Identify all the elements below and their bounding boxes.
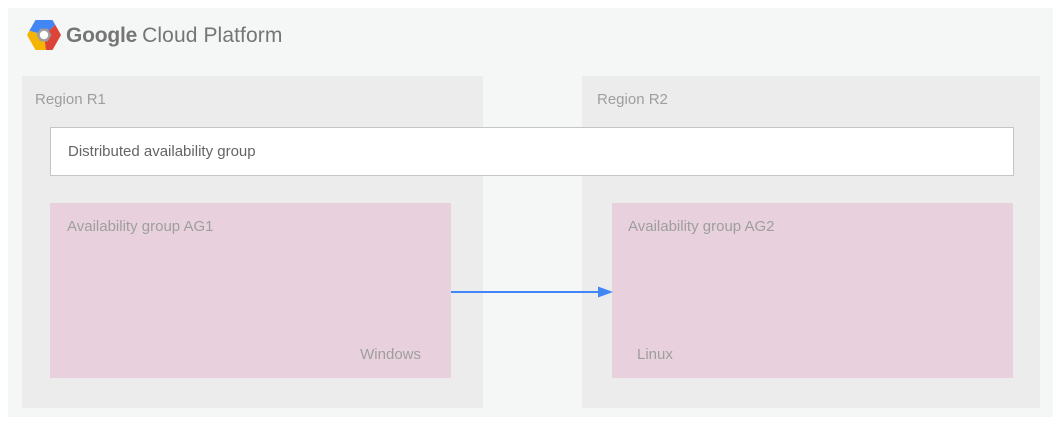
google-cloud-platform-logo-icon [27,20,61,50]
brand-google: Google [66,24,138,47]
arrow-ag1-to-ag2-icon [451,286,613,298]
ag2-os-linux-label: Linux [637,346,673,363]
distributed-availability-group-box: Distributed availability group [50,127,1014,176]
region-r1-label: Region R1 [35,91,106,108]
brand-cloud-platform: Cloud Platform [142,24,283,47]
availability-group-ag1-box: Availability group AG1 Windows [50,203,451,378]
availability-group-ag2-box: Availability group AG2 Linux [612,203,1013,378]
region-r2-label: Region R2 [597,91,668,108]
availability-group-ag1-label: Availability group AG1 [67,218,214,235]
availability-group-ag2-label: Availability group AG2 [628,218,775,235]
ag1-os-windows-label: Windows [360,346,421,363]
distributed-availability-group-label: Distributed availability group [68,143,256,160]
